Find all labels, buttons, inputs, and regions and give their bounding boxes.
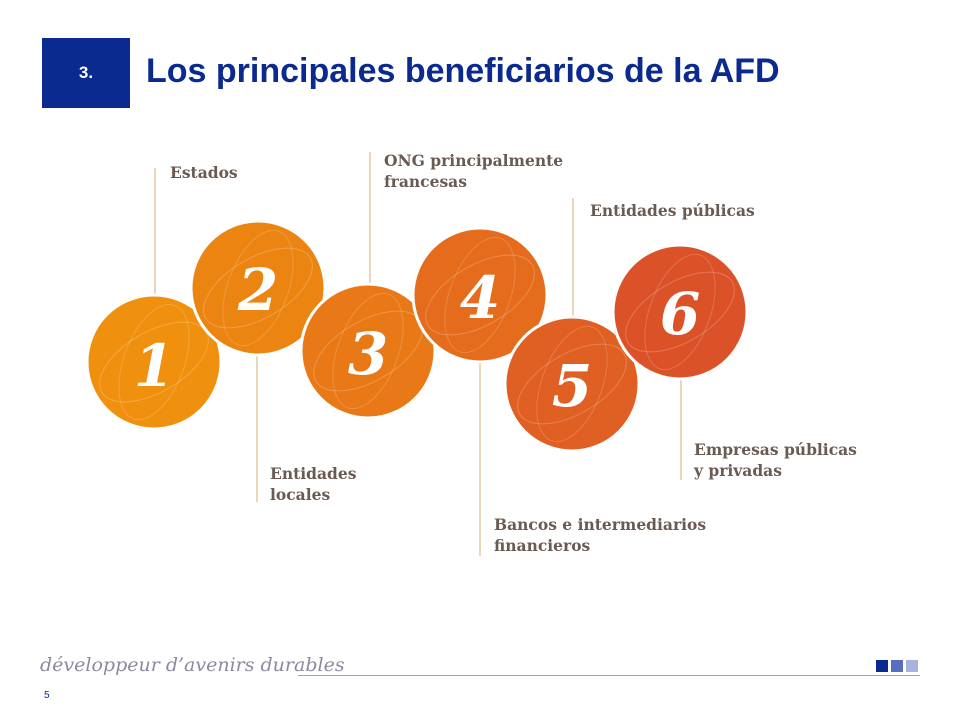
circle-decor-arc bbox=[118, 303, 190, 421]
circle-disc bbox=[299, 282, 437, 420]
circle-decor-arc bbox=[222, 229, 294, 347]
circle-disc bbox=[503, 315, 641, 453]
label-line: Bancos e intermediarios bbox=[494, 515, 706, 534]
footer-tagline: développeur d’avenirs durables bbox=[40, 654, 345, 676]
footer-square bbox=[906, 660, 918, 672]
circle-decor-arc bbox=[203, 247, 313, 329]
circle-disc bbox=[85, 293, 223, 431]
beneficiary-circle: 6 bbox=[611, 243, 749, 381]
circle-decor-arc bbox=[536, 325, 608, 443]
beneficiary-number: 2 bbox=[237, 256, 278, 324]
beneficiary-circle: 5 bbox=[503, 315, 641, 453]
beneficiary-circle: 2 bbox=[189, 219, 327, 357]
beneficiary-label: Entidades locales bbox=[270, 464, 357, 504]
label-line: Empresas públicas bbox=[694, 440, 857, 459]
beneficiary-number: 6 bbox=[660, 280, 700, 348]
circle-decor-arc bbox=[332, 292, 404, 410]
circle-disc bbox=[189, 219, 327, 357]
beneficiary-circle: 1 bbox=[85, 293, 223, 431]
section-number: 3. bbox=[78, 63, 94, 82]
beneficiary-label: Bancos e intermediarios financieros bbox=[494, 515, 706, 555]
beneficiary-label: Entidades públicas bbox=[590, 201, 755, 220]
page-number: 5 bbox=[44, 690, 50, 701]
footer-square bbox=[891, 660, 903, 672]
beneficiary-label: Empresas públicas y privadas bbox=[693, 440, 857, 480]
label-line: y privadas bbox=[693, 461, 782, 480]
footer-square bbox=[876, 660, 888, 672]
footer-rule bbox=[298, 675, 920, 676]
circle-decor-arc bbox=[444, 236, 516, 354]
beneficiary-number: 1 bbox=[134, 332, 174, 400]
label-line: Entidades públicas bbox=[590, 201, 755, 220]
beneficiary-number: 5 bbox=[552, 352, 592, 420]
label-line: ONG principalmente bbox=[384, 151, 563, 170]
section-number-badge: 3. bbox=[42, 38, 130, 108]
label-line: financieros bbox=[494, 536, 591, 555]
beneficiary-label: Estados bbox=[170, 163, 238, 182]
label-line: francesas bbox=[384, 172, 467, 191]
circle-decor-arc bbox=[644, 253, 716, 371]
circle-disc bbox=[611, 243, 749, 381]
page-title: Los principales beneficiarios de la AFD bbox=[146, 52, 780, 90]
beneficiary-number: 3 bbox=[348, 320, 388, 388]
circle-disc bbox=[411, 226, 549, 364]
label-line: Estados bbox=[170, 163, 238, 182]
footer-squares bbox=[876, 660, 918, 672]
label-line: locales bbox=[270, 485, 330, 504]
label-line: Entidades bbox=[270, 464, 357, 483]
circle-decor-arc bbox=[425, 254, 535, 336]
beneficiary-label: ONG principalmente francesas bbox=[384, 151, 563, 191]
connector-lines bbox=[154, 152, 682, 556]
beneficiary-circle: 4 bbox=[411, 226, 549, 364]
beneficiary-circle: 3 bbox=[299, 282, 437, 420]
beneficiary-number: 4 bbox=[460, 264, 500, 332]
circle-decor-arc bbox=[517, 343, 627, 425]
numbered-circles: 12 3 456 bbox=[85, 219, 749, 453]
circle-decor-arc bbox=[625, 271, 735, 353]
